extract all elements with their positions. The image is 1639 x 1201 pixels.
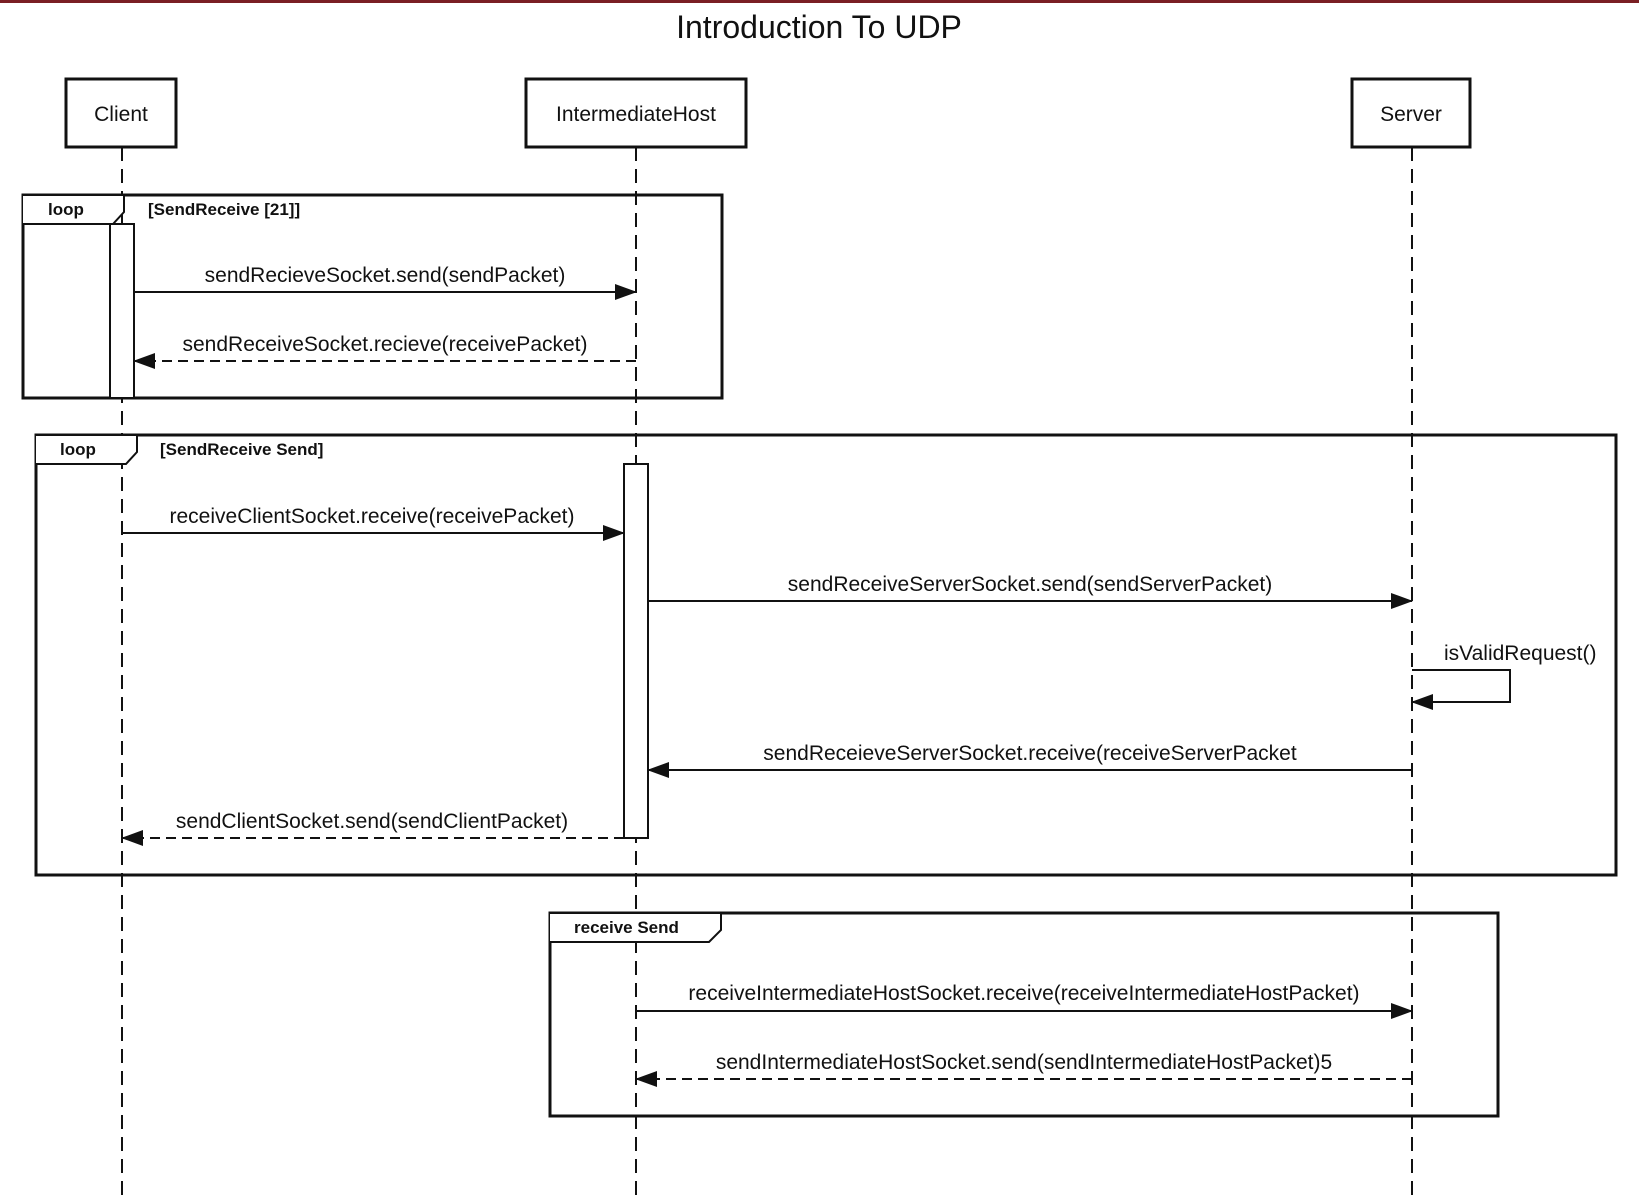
svg-text:sendReceieveServerSocket.recei: sendReceieveServerSocket.receive(receive… xyxy=(763,742,1297,765)
fragment-operator: loop xyxy=(60,440,96,459)
activation-host xyxy=(623,463,649,839)
top-border xyxy=(0,0,1639,3)
activation-client xyxy=(109,223,135,399)
svg-text:receiveIntermediateHostSocket.: receiveIntermediateHostSocket.receive(re… xyxy=(688,982,1359,1005)
message-receive-intermediate-host-packet[interactable]: receiveIntermediateHostSocket.receive(re… xyxy=(636,982,1413,1019)
fragment-loop-sendreceive[interactable]: loop [SendReceive [21]] xyxy=(21,193,724,400)
svg-text:IntermediateHost: IntermediateHost xyxy=(556,103,716,126)
svg-text:sendClientSocket.send(sendClie: sendClientSocket.send(sendClientPacket) xyxy=(176,810,568,833)
diagram-title: Introduction To UDP xyxy=(676,9,962,45)
svg-text:sendReceiveSocket.recieve(rece: sendReceiveSocket.recieve(receivePacket) xyxy=(182,333,587,356)
message-send-server-packet[interactable]: sendReceiveServerSocket.send(sendServerP… xyxy=(648,573,1413,609)
fragment-guard: [SendReceive Send] xyxy=(160,440,323,459)
fragment-guard: [SendReceive [21]] xyxy=(148,200,300,219)
message-client-receive[interactable]: receiveClientSocket.receive(receivePacke… xyxy=(122,505,625,541)
svg-text:sendReceiveServerSocket.send(s: sendReceiveServerSocket.send(sendServerP… xyxy=(788,573,1272,596)
fragment-loop-sendreceivesend[interactable]: loop [SendReceive Send] xyxy=(34,433,1618,877)
fragment-receivesend[interactable]: receive Send xyxy=(548,911,1500,1118)
participant-client[interactable]: Client xyxy=(64,77,178,149)
svg-text:sendRecieveSocket.send(sendPac: sendRecieveSocket.send(sendPacket) xyxy=(205,264,566,287)
participant-server[interactable]: Server xyxy=(1350,77,1472,149)
message-receive-packet[interactable]: sendReceiveSocket.recieve(receivePacket) xyxy=(133,333,636,369)
svg-text:Server: Server xyxy=(1380,103,1442,126)
message-send-packet[interactable]: sendRecieveSocket.send(sendPacket) xyxy=(134,264,637,300)
fragment-operator: loop xyxy=(48,200,84,219)
svg-text:receiveClientSocket.receive(re: receiveClientSocket.receive(receivePacke… xyxy=(170,505,575,528)
svg-text:sendIntermediateHostSocket.sen: sendIntermediateHostSocket.send(sendInte… xyxy=(716,1051,1332,1074)
fragment-operator: receive Send xyxy=(574,918,679,937)
message-send-intermediate-host-packet[interactable]: sendIntermediateHostSocket.send(sendInte… xyxy=(635,1051,1412,1087)
svg-text:isValidRequest(): isValidRequest() xyxy=(1444,642,1597,665)
message-send-client-packet[interactable]: sendClientSocket.send(sendClientPacket) xyxy=(121,810,624,846)
participant-intermediatehost[interactable]: IntermediateHost xyxy=(524,77,748,149)
message-is-valid-request[interactable]: isValidRequest() xyxy=(1411,642,1597,710)
svg-text:Client: Client xyxy=(94,103,148,126)
message-receive-server-packet[interactable]: sendReceieveServerSocket.receive(receive… xyxy=(647,742,1412,778)
